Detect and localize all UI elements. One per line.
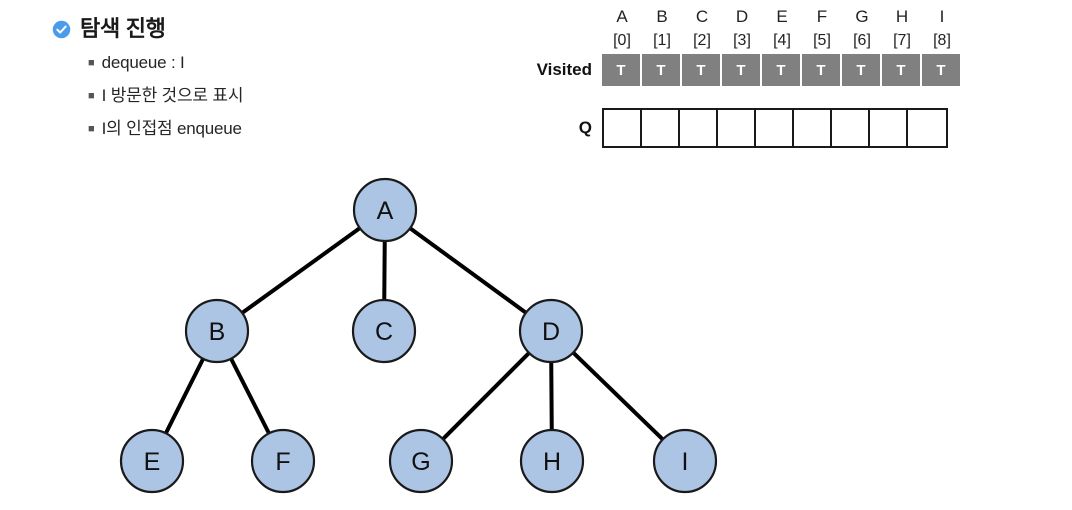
index-label-6: [6] [853,32,871,49]
list-item-label: I 방문한 것으로 표시 [101,86,244,105]
tree-node-f[interactable]: F [250,428,316,494]
list-item: ■ dequeue : I [88,53,532,73]
column-letter-c: C [695,7,709,26]
queue-array-cells [602,108,948,148]
column-letter-d: D [735,7,749,26]
tree-node-circle-e [119,428,185,494]
tree-node-label-f: F [275,448,290,476]
bullet-panel: 탐색 진행 ■ dequeue : I ■ I 방문한 것으로 표시 ■ I의 … [52,18,532,139]
index-label-2: [2] [693,32,711,49]
tree-node-i[interactable]: I [652,428,718,494]
tree-edge-d-g [440,350,532,442]
column-letters-row: A B C D E F G H I [520,6,962,28]
queue-array-label: Q [578,118,592,137]
visited-cell-7[interactable]: T [882,54,920,86]
visited-cell-0[interactable]: T [602,54,640,86]
queue-cell-2[interactable] [680,110,718,146]
check-circle-icon [52,20,71,38]
tree-node-circle-d [518,298,584,364]
tree-node-label-d: D [542,318,560,346]
tree-node-label-b: B [209,318,226,346]
visited-cell-4[interactable]: T [762,54,800,86]
queue-cell-7[interactable] [870,110,908,146]
list-item: ■ I 방문한 것으로 표시 [88,86,532,106]
tree-edge-a-c [382,239,387,302]
tree-node-a[interactable]: A [352,177,418,243]
list-item-label: I의 인접점 enqueue [101,119,242,138]
visited-cell-2[interactable]: T [682,54,720,86]
title-row: 탐색 진행 [52,18,532,40]
queue-cell-6[interactable] [832,110,870,146]
column-letter-g: G [855,7,869,26]
tree-node-label-g: G [411,448,430,476]
visited-cell-5[interactable]: T [802,54,840,86]
tree-node-label-c: C [375,318,393,346]
column-letter-f: F [816,7,828,26]
column-letter-i: I [939,7,945,26]
tree-edge-b-e [163,356,206,436]
index-label-7: [7] [893,32,911,49]
tree-node-circle-i [652,428,718,494]
square-bullet-icon: ■ [88,57,95,69]
tree-node-e[interactable]: E [119,428,185,494]
tree-node-label-h: H [543,448,561,476]
tree-edge-d-h [549,360,554,432]
square-bullet-icon: ■ [88,123,95,135]
tree-node-label-i: I [682,448,689,476]
tree-node-h[interactable]: H [519,428,585,494]
tree-node-circle-c [351,298,417,364]
index-label-0: [0] [613,32,631,49]
tree-node-circle-b [184,298,250,364]
index-label-3: [3] [733,32,751,49]
index-label-4: [4] [773,32,791,49]
tree-node-circle-a [352,177,418,243]
visited-cell-8[interactable]: T [922,54,960,86]
square-bullet-icon: ■ [88,90,95,102]
index-row: [0] [1] [2] [3] [4] [5] [6] [7] [8] [520,29,962,53]
page-title: 탐색 진행 [80,16,166,41]
array-diagram: A B C D E F G H I [0] [1] [2] [3] [4] [5] [6] [7] [8] Vi… [520,6,962,148]
visited-cell-6[interactable]: T [842,54,880,86]
index-label-8: [8] [933,32,951,49]
tree-node-circle-h [519,428,585,494]
visited-cell-1[interactable]: T [642,54,680,86]
index-cells: [0] [1] [2] [3] [4] [5] [6] [7] [8] [602,29,962,53]
tree-node-b[interactable]: B [184,298,250,364]
visited-cell-3[interactable]: T [722,54,760,86]
tree-edge-b-f [228,356,272,436]
tree-node-d[interactable]: D [518,298,584,364]
node-layer: A B C D E F G H I [119,177,718,494]
column-letter-h: H [895,7,909,26]
queue-cell-4[interactable] [756,110,794,146]
tree-edge-d-i [571,350,665,442]
column-letters-cells: A B C D E F G H I [602,6,962,28]
tree-node-g[interactable]: G [388,428,454,494]
index-label-1: [1] [653,32,671,49]
column-letter-b: B [656,7,668,26]
list-item-label: dequeue : I [101,53,185,72]
tree-node-label-e: E [144,448,161,476]
list-item: ■ I의 인접점 enqueue [88,119,532,139]
queue-cell-8[interactable] [908,110,946,146]
edge-layer [163,225,665,442]
queue-array-row: Q [520,108,962,148]
tree-node-c[interactable]: C [351,298,417,364]
queue-cell-3[interactable] [718,110,756,146]
visited-array-label: Visited [536,60,592,79]
queue-cell-1[interactable] [642,110,680,146]
index-label-5: [5] [813,32,831,49]
column-letter-e: E [776,7,788,26]
tree-edge-a-b [240,225,362,316]
tree-node-circle-g [388,428,454,494]
column-letter-a: A [616,7,628,26]
tree-node-circle-f [250,428,316,494]
queue-cell-5[interactable] [794,110,832,146]
tree-node-label-a: A [377,197,394,225]
tree-edge-a-d [408,226,528,315]
queue-cell-0[interactable] [604,110,642,146]
